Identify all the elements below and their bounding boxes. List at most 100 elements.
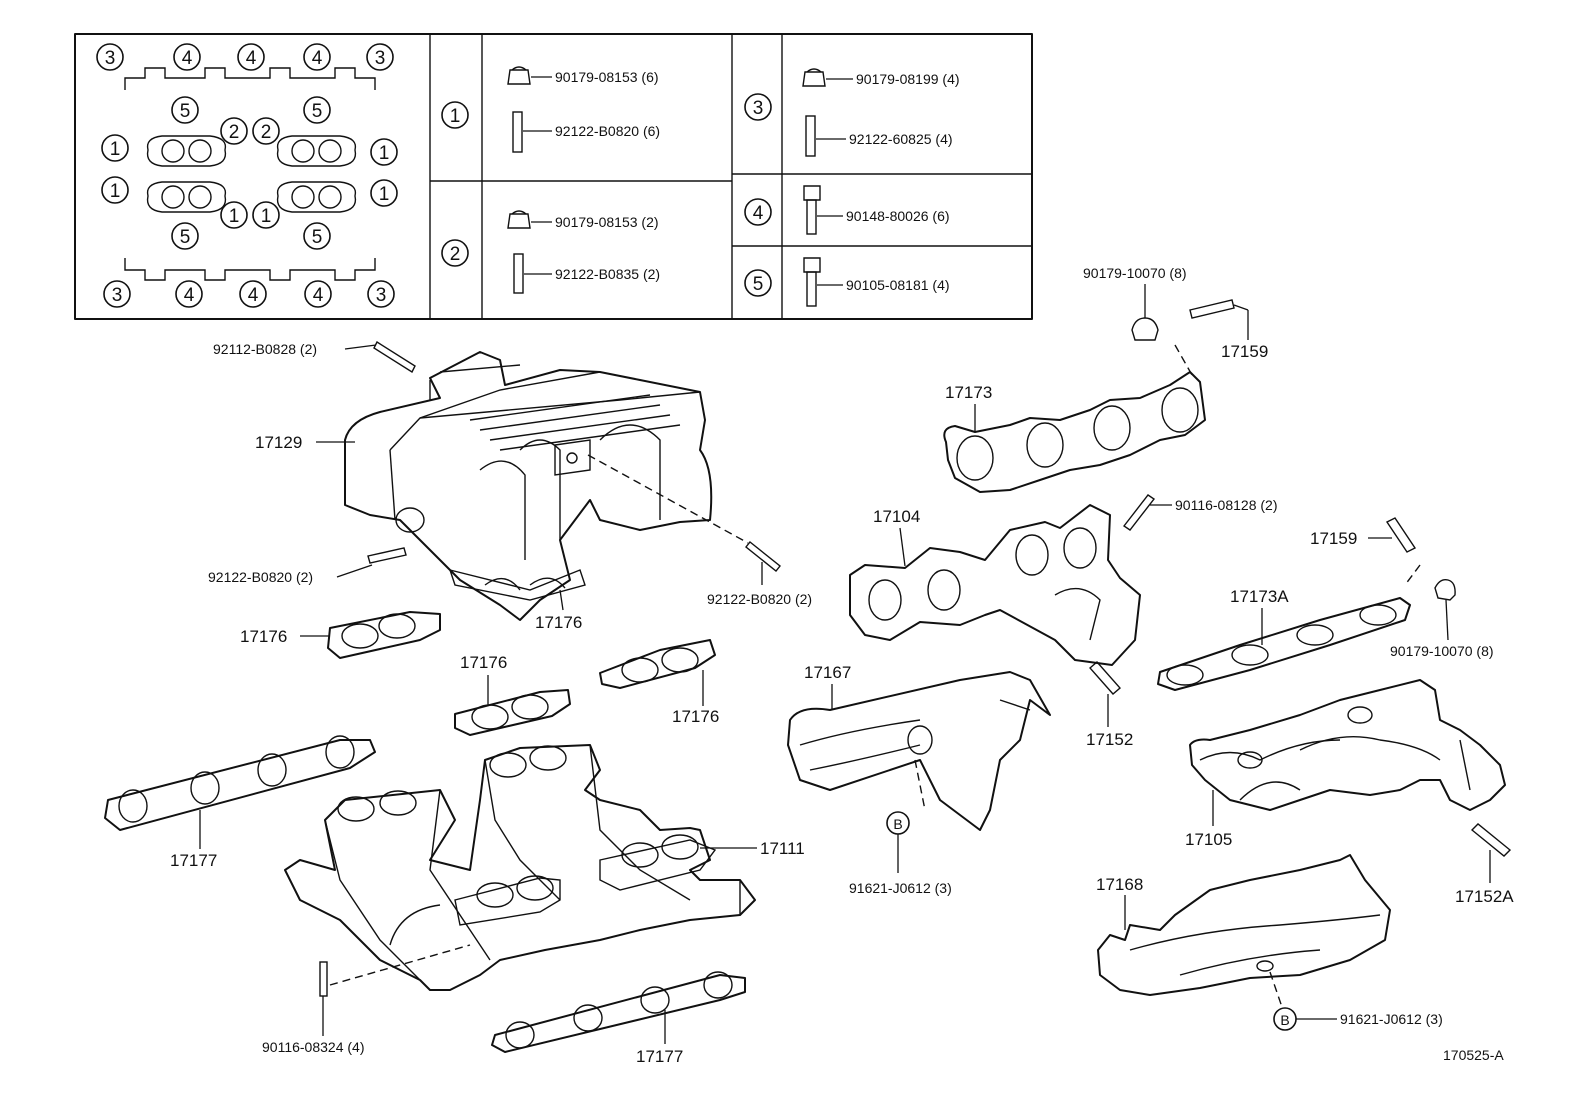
svg-text:1: 1: [110, 181, 121, 202]
layout-ref-marker: 4: [237, 43, 265, 71]
svg-text:2: 2: [261, 122, 272, 143]
label-90179-10070-top: 90179-10070 (8): [1083, 265, 1187, 281]
layout-ref-marker: 1: [370, 179, 398, 207]
svg-text:4: 4: [312, 48, 323, 69]
label-17152: 17152: [1086, 730, 1133, 749]
svg-text:4: 4: [182, 48, 193, 69]
svg-text:1: 1: [229, 206, 240, 227]
layout-ref-marker: 4: [175, 280, 203, 308]
gasket-17176-b: [454, 689, 571, 736]
svg-text:92122-B0835 (2): 92122-B0835 (2): [555, 266, 660, 282]
label-92122-b0820-left: 92122-B0820 (2): [208, 569, 313, 585]
label-17159-right: 17159: [1310, 529, 1357, 548]
stud-17152: [1089, 661, 1121, 695]
bolt-icon: [803, 185, 821, 235]
stud-icon: [513, 253, 524, 294]
stud-92112-b0828: [373, 340, 416, 374]
gasket-17173A: [1157, 597, 1411, 691]
label-92112-b0828: 92112-B0828 (2): [213, 341, 317, 357]
exhaust-manifold-17105: [1189, 679, 1506, 811]
label-91621-j0612-left: 91621-J0612 (3): [849, 880, 952, 896]
heat-insulator-17167: [787, 671, 1051, 831]
layout-ref-marker: 5: [171, 222, 199, 250]
layout-ref-marker: 1: [101, 176, 129, 204]
gasket-17177-bottom: [491, 971, 746, 1053]
svg-text:5: 5: [312, 227, 323, 248]
svg-text:2: 2: [229, 122, 240, 143]
layout-ref-marker: 1: [252, 201, 280, 229]
stud-92122-b0820-right: [745, 541, 781, 572]
label-92122-b0820-right: 92122-B0820 (2): [707, 591, 812, 607]
layout-ref-marker: 2: [220, 117, 248, 145]
svg-text:1: 1: [110, 139, 121, 160]
heat-insulator-17168: [1097, 854, 1391, 996]
svg-text:3: 3: [753, 98, 764, 119]
svg-text:5: 5: [753, 274, 764, 295]
svg-text:90179-08199 (4): 90179-08199 (4): [856, 71, 960, 87]
exhaust-manifold-17104: [849, 504, 1141, 666]
svg-text:1: 1: [379, 143, 390, 164]
layout-ref-marker: 3: [96, 43, 124, 71]
svg-text:3: 3: [376, 285, 387, 306]
layout-ref-marker: 2: [252, 117, 280, 145]
nut-90179-10070-top: [1131, 317, 1159, 341]
svg-text:4: 4: [248, 285, 259, 306]
svg-text:5: 5: [180, 101, 191, 122]
svg-text:4: 4: [246, 48, 257, 69]
svg-text:3: 3: [112, 285, 123, 306]
stud-17159-right: [1385, 517, 1417, 553]
label-17168: 17168: [1096, 875, 1143, 894]
gasket-17176-a: [327, 611, 441, 659]
svg-text:5: 5: [312, 101, 323, 122]
label-17111: 17111: [760, 839, 805, 858]
layout-ref-marker: 4: [239, 280, 267, 308]
label-17167: 17167: [804, 663, 851, 682]
svg-text:2: 2: [450, 244, 461, 265]
svg-text:90148-80026 (6): 90148-80026 (6): [846, 208, 950, 224]
label-17173a: 17173A: [1230, 587, 1289, 606]
label-17173: 17173: [945, 383, 992, 402]
layout-ref-marker: 1: [370, 138, 398, 166]
stud-90116-08128: [1122, 494, 1156, 531]
layout-ref-marker: 3: [367, 280, 395, 308]
stud-92122-b0820-left: [367, 547, 407, 564]
intake-plenum-17129: [344, 351, 713, 621]
stud-90116-08324: [319, 961, 328, 997]
svg-text:B: B: [1280, 1012, 1289, 1028]
nut-90179-10070-right: [1434, 578, 1456, 601]
nut-icon: [507, 210, 531, 229]
svg-text:4: 4: [313, 285, 324, 306]
callout-labels: 92112-B0828 (2) 17129 92122-B0820 (2) 92…: [170, 265, 1514, 1066]
gasket-sketch-ul: [146, 135, 227, 167]
intake-manifold-17111: [284, 744, 756, 991]
label-17176-d: 17176: [672, 707, 719, 726]
label-17104: 17104: [873, 507, 920, 526]
svg-text:5: 5: [180, 227, 191, 248]
legend-group-2: 2 90179-08153 (2) 92122-B0835 (2): [441, 210, 660, 294]
layout-ref-marker: 1: [101, 134, 129, 162]
layout-ref-marker: 5: [171, 96, 199, 124]
label-17152a: 17152A: [1455, 887, 1514, 906]
legend-group-1: 1 90179-08153 (6) 92122-B0820 (6): [441, 66, 660, 153]
svg-text:B: B: [893, 816, 902, 832]
svg-text:90179-08153 (6): 90179-08153 (6): [555, 69, 659, 85]
label-17176-c: 17176: [460, 653, 507, 672]
svg-text:1: 1: [379, 184, 390, 205]
svg-text:1: 1: [450, 106, 461, 127]
gasket-sketch-lr: [276, 181, 357, 213]
label-91621-j0612-right: 91621-J0612 (3): [1340, 1011, 1443, 1027]
label-17177-bottom: 17177: [636, 1047, 683, 1066]
layout-ref-marker: 5: [303, 222, 331, 250]
bolt-layout-sketch: [124, 67, 376, 281]
label-17177-left: 17177: [170, 851, 217, 870]
svg-text:4: 4: [184, 285, 195, 306]
layout-ref-marker: 4: [303, 43, 331, 71]
svg-text:4: 4: [753, 203, 764, 224]
svg-text:90179-08153 (2): 90179-08153 (2): [555, 214, 659, 230]
legend-group-4: 4 90148-80026 (6): [744, 185, 950, 235]
layout-ref-marker: 3: [366, 43, 394, 71]
layout-ref-numbers: 3 4 4 4 3 5 5 1 1 2 2 1 1 1 1 5 5 3 4 4 …: [96, 43, 398, 308]
svg-text:3: 3: [375, 48, 386, 69]
layout-ref-marker: 5: [303, 96, 331, 124]
